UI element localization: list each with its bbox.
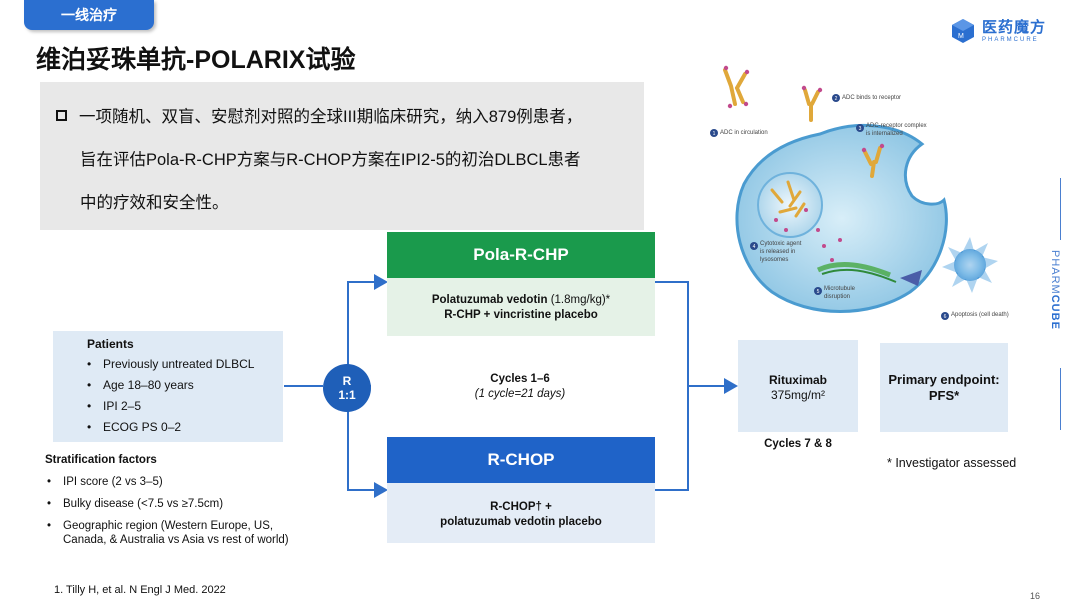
side-divider-bottom xyxy=(1060,368,1061,430)
rituximab-box: Rituximab 375mg/m² xyxy=(738,340,858,432)
pola-arm-body: Polatuzumab vedotin (1.8mg/kg)* R-CHP + … xyxy=(387,278,655,336)
mechanism-step-3b: is internalized xyxy=(866,131,903,137)
rchop-arm-header: R-CHOP xyxy=(387,437,655,483)
section-tab: 一线治疗 xyxy=(24,0,154,30)
rituximab-dose: 375mg/m² xyxy=(770,388,826,402)
adc-mechanism-diagram: 1 2 3 4 5 6 ADC in circulation ADC binds to … xyxy=(700,60,1040,330)
mechanism-step-4b: is released in xyxy=(760,249,796,255)
rituximab-cycles: Cycles 7 & 8 xyxy=(764,438,832,450)
patients-item: ECOG PS 0–2 xyxy=(87,420,283,434)
mechanism-step-3a: ADC-receptor complex xyxy=(866,123,927,129)
cycles-label: Cycles 1–6 (1 cycle=21 days) xyxy=(420,372,620,402)
brand-logo: M 医药魔方 PHARMCURE xyxy=(950,18,1046,44)
cube-logo-icon: M xyxy=(952,19,974,43)
cell-illustration: 1 2 3 4 5 6 xyxy=(710,65,998,320)
patients-item: IPI 2–5 xyxy=(87,399,283,413)
mechanism-step-4a: Cytotoxic agent xyxy=(760,241,802,247)
reference: 1. Tilly H, et al. N Engl J Med. 2022 xyxy=(54,584,226,596)
rchop-regimen: R-CHOP† + xyxy=(490,501,552,513)
primary-endpoint-value: PFS* xyxy=(928,388,960,403)
svg-text:PHARMCUBE: PHARMCUBE xyxy=(1049,250,1061,330)
footnote: * Investigator assessed xyxy=(887,456,1017,470)
intro-text: 一项随机、双盲、安慰剂对照的全球III期临床研究，纳入879例患者， 旨在评估P… xyxy=(56,96,641,225)
side-brand-pharm: PHARM xyxy=(1049,250,1061,295)
intro-line-2: 旨在评估Pola-R-CHP方案与R-CHOP方案在IPI2-5的初治DLBCL… xyxy=(80,151,581,169)
stratification-item: Bulky disease (<7.5 vs ≥7.5cm) xyxy=(45,497,315,511)
primary-endpoint-label: Primary endpoint: xyxy=(888,372,1000,387)
stratification-item: Geographic region (Western Europe, US, C… xyxy=(45,519,315,547)
page-number: 16 xyxy=(1030,591,1041,601)
svg-text:5: 5 xyxy=(817,289,820,295)
rchop-placebo: polatuzumab vedotin placebo xyxy=(440,516,602,528)
pola-arm-header: Pola-R-CHP xyxy=(387,232,655,278)
square-bullet-icon xyxy=(56,110,67,121)
mechanism-step-5b: disruption xyxy=(824,294,851,300)
page-title: 维泊妥珠单抗-POLARIX试验 xyxy=(36,46,356,74)
intro-line-3: 中的疗效和安全性。 xyxy=(80,194,229,212)
randomization-circle: R 1:1 xyxy=(323,364,371,412)
primary-endpoint-box: Primary endpoint: PFS* xyxy=(880,343,1008,432)
side-brand-cube: CUBE xyxy=(1049,295,1061,330)
stratification-item: IPI score (2 vs 3–5) xyxy=(45,475,315,489)
patients-item: Previously untreated DLBCL xyxy=(87,357,283,371)
side-brand: PHARMCUBE xyxy=(1046,250,1066,360)
logo-cn-text: 医药魔方 xyxy=(982,18,1047,36)
mechanism-step-5a: Microtubule xyxy=(824,286,856,292)
pola-regimen: R-CHP + vincristine placebo xyxy=(444,309,598,321)
pola-dose: (1.8mg/kg)* xyxy=(550,294,611,306)
svg-text:4: 4 xyxy=(753,244,756,250)
intro-line-1: 一项随机、双盲、安慰剂对照的全球III期临床研究，纳入879例患者， xyxy=(79,108,583,126)
svg-text:1: 1 xyxy=(713,131,716,137)
logo-en-text: PHARMCURE xyxy=(982,36,1039,43)
svg-text:3: 3 xyxy=(859,126,862,132)
patients-heading: Patients xyxy=(87,337,134,351)
patients-box: Patients Previously untreated DLBCL Age … xyxy=(53,331,283,442)
rchop-arm-body: R-CHOP† + polatuzumab vedotin placebo xyxy=(387,483,655,543)
rituximab-name: Rituximab xyxy=(768,373,827,387)
side-divider-top xyxy=(1060,178,1061,240)
svg-text:6: 6 xyxy=(944,314,947,320)
svg-text:2: 2 xyxy=(835,96,838,102)
mechanism-step-6: Apoptosis (cell death) xyxy=(951,312,1009,318)
pola-drug: Polatuzumab vedotin xyxy=(431,294,548,306)
svg-text:M: M xyxy=(958,33,964,40)
randomization-ratio: 1:1 xyxy=(338,388,356,402)
stratification-factors: Stratification factors IPI score (2 vs 3… xyxy=(45,454,315,555)
mechanism-step-4c: lysosomes xyxy=(760,257,789,263)
randomization-label: R xyxy=(342,374,352,388)
stratification-heading: Stratification factors xyxy=(45,454,157,466)
cycles-range: Cycles 1–6 xyxy=(490,373,550,385)
mechanism-step-2: ADC binds to receptor xyxy=(842,95,902,101)
cycles-length: (1 cycle=21 days) xyxy=(474,388,566,400)
patients-item: Age 18–80 years xyxy=(87,378,283,392)
intro-box xyxy=(40,82,644,230)
mechanism-step-1: ADC in circulation xyxy=(720,130,768,136)
